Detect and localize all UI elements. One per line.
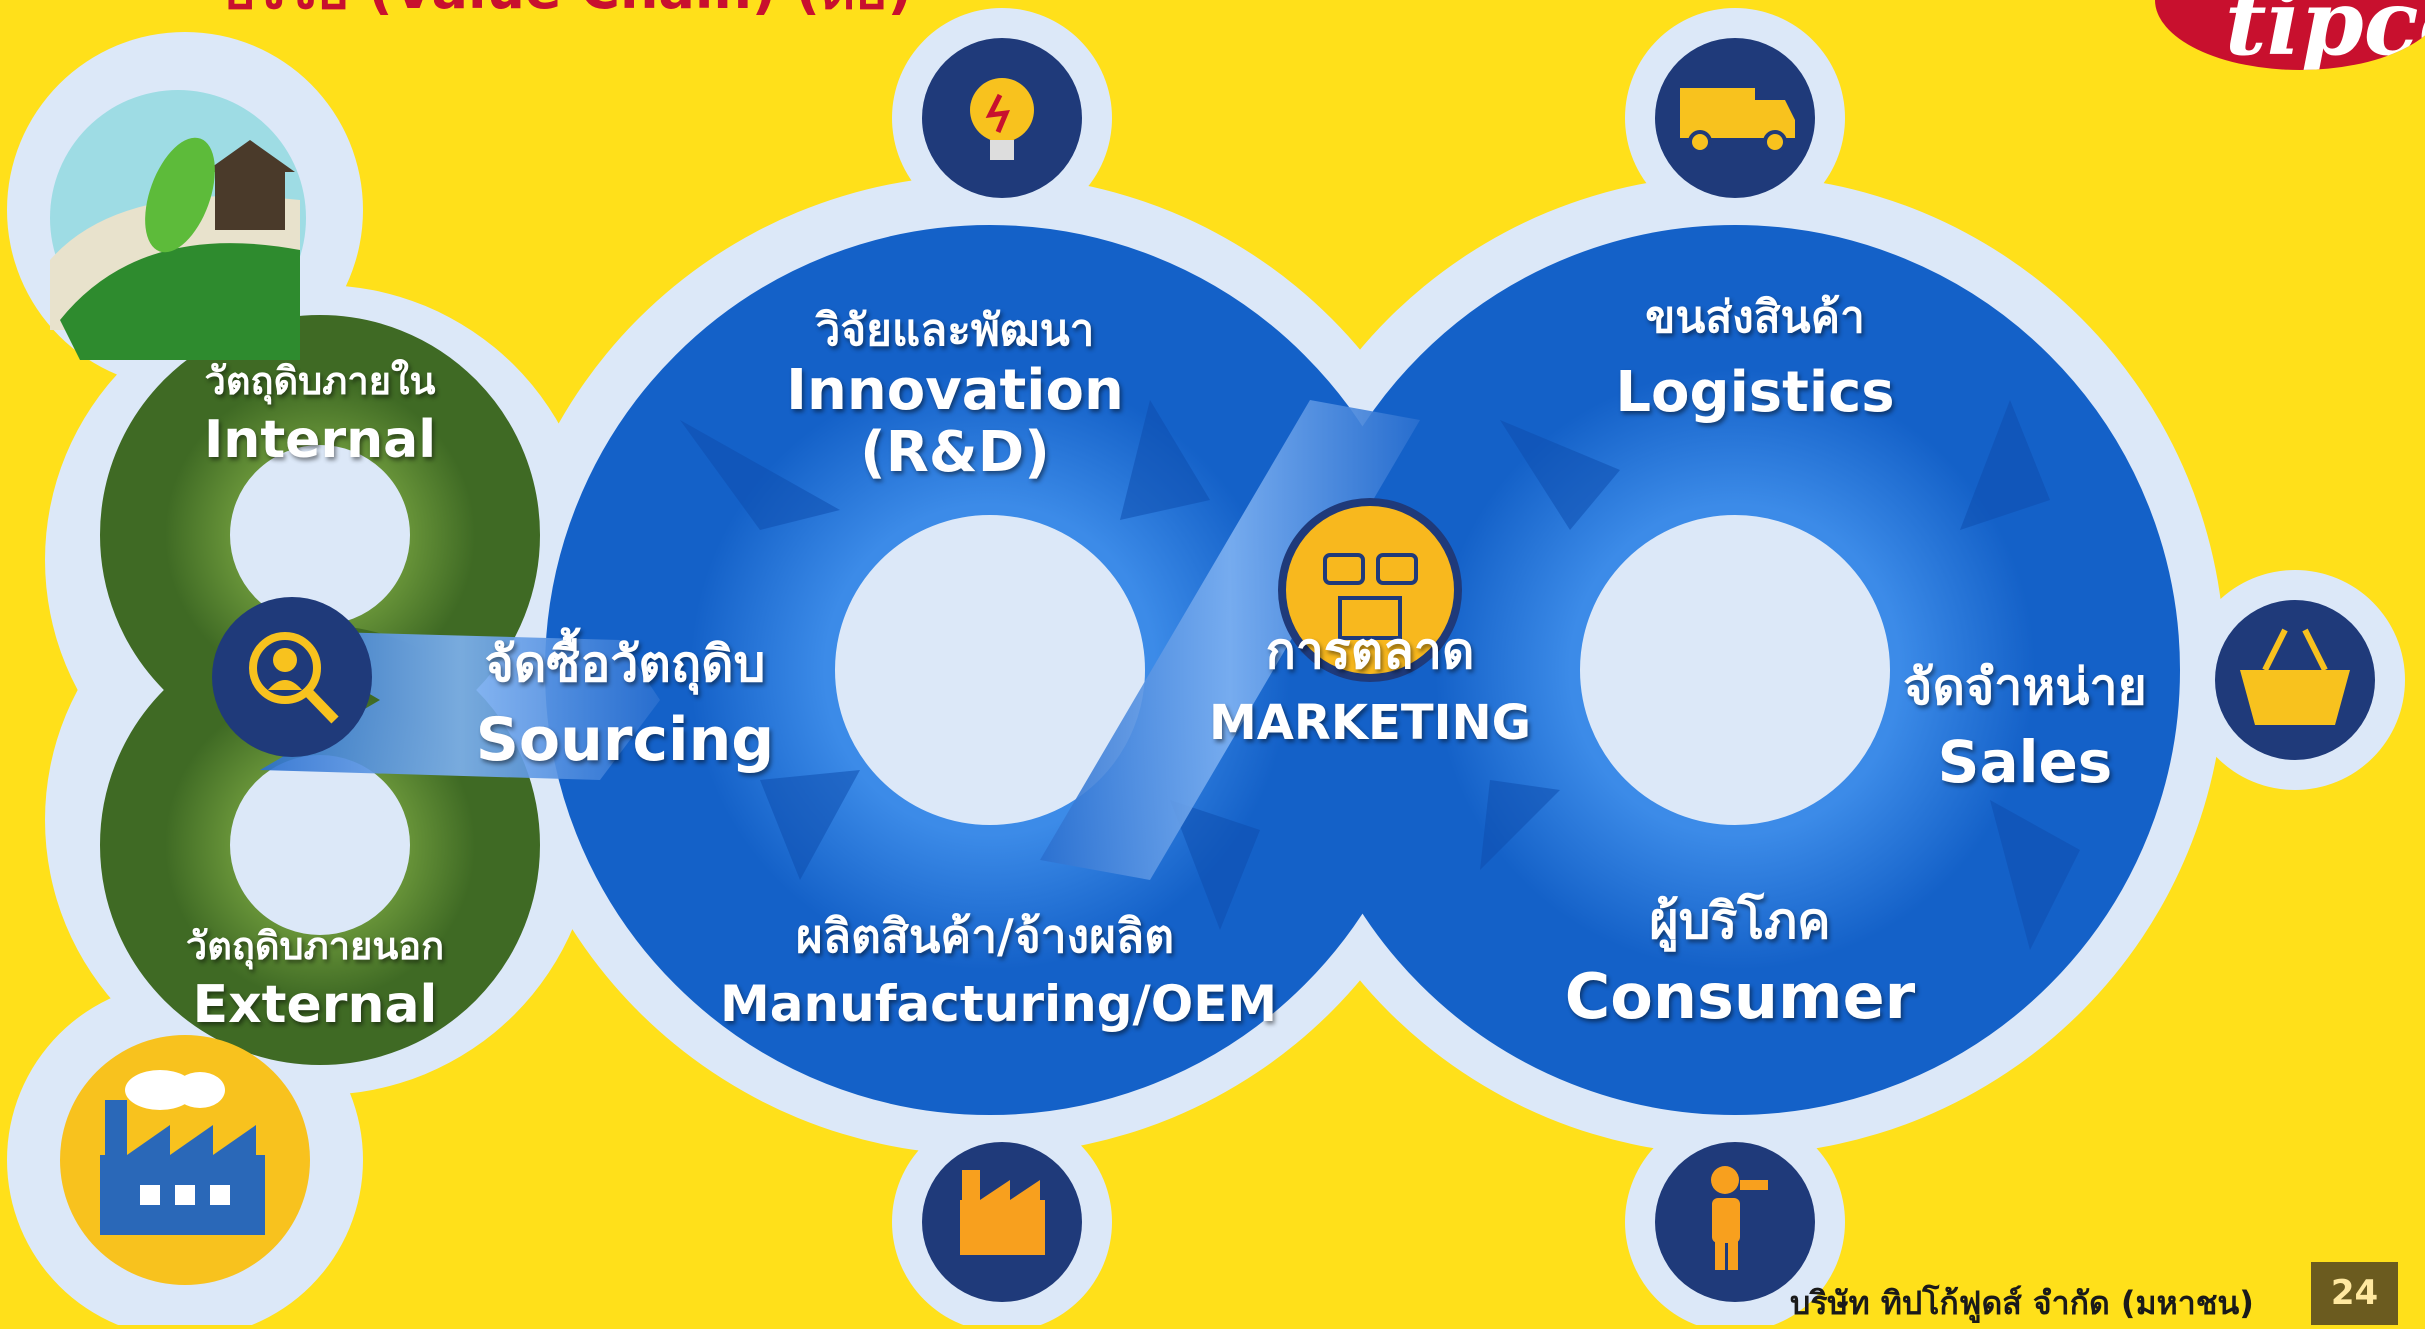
lightbulb-icon [922, 38, 1082, 198]
internal-english-label: Internal [203, 410, 437, 470]
manufacturing-thai-label: ผลิตสินค้า/จ้างผลิต [795, 909, 1175, 963]
shopping-basket-icon [2215, 600, 2375, 760]
external-english-label: External [192, 975, 438, 1035]
sales-thai-label: จัดจำหน่าย [1903, 658, 2147, 716]
consumer-thai-label: ผู้บริโภค [1649, 892, 1831, 950]
farm-icon [50, 90, 306, 360]
manufacturing-english-label: Manufacturing/OEM [720, 975, 1278, 1033]
internal-ring-hole [248, 463, 392, 607]
logistics-thai-label: ขนส่งสินค้า [1645, 292, 1865, 343]
sales-english-label: Sales [1937, 728, 2113, 796]
external-ring-hole [248, 773, 392, 917]
footer-company-name: บริษัท ทิปโก้ฟูดส์ จำกัด (มหาชน) [1790, 1284, 2254, 1322]
right-blue-ring [1290, 225, 2180, 1115]
sourcing-english-label: Sourcing [475, 705, 775, 775]
marketing-english-label: MARKETING [1208, 695, 1532, 751]
header-title: ปัจจัย (Value Chain) (ต่อ) [220, 0, 912, 21]
page-number: 24 [2311, 1262, 2398, 1325]
innovation-rd-label: (R&D) [860, 420, 1050, 485]
right-ring-hole [1587, 522, 1883, 818]
external-thai-label: วัตถุดิบภายนอก [185, 924, 445, 968]
consumer-english-label: Consumer [1564, 960, 1916, 1033]
manufacturing-icon [922, 1142, 1082, 1302]
logistics-english-label: Logistics [1615, 360, 1895, 425]
food-truck-icon [1655, 38, 1815, 198]
consumer-icon [1655, 1142, 1815, 1302]
internal-thai-label: วัตถุดิบภายใน [204, 359, 436, 403]
sourcing-thai-label: จัดซื้อวัตถุดิบ [484, 635, 766, 693]
factory-icon [60, 1035, 310, 1285]
search-person-icon [212, 597, 372, 757]
marketing-thai-label: การตลาด [1265, 622, 1475, 680]
innovation-english-label: Innovation [786, 358, 1124, 423]
innovation-thai-label: วิจัยและพัฒนา [815, 305, 1095, 356]
ring-segment-shading [680, 400, 2080, 950]
left-ring-hole [842, 522, 1138, 818]
marketing-icon [1278, 498, 1462, 682]
